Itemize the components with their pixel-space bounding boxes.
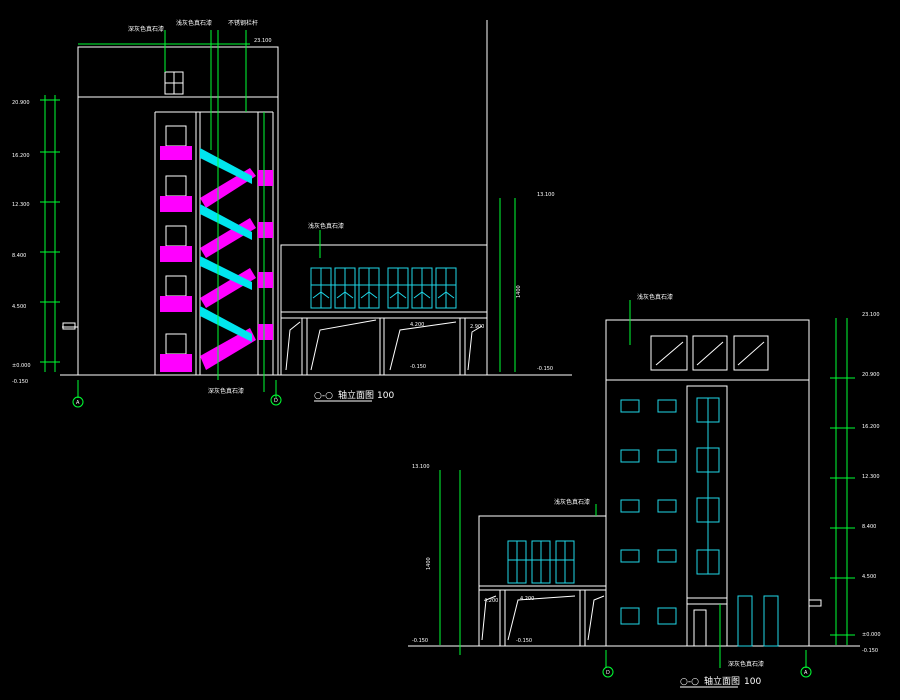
level-r5: 8.400	[862, 524, 876, 530]
annex-level-bottom: -0.150	[537, 366, 553, 372]
annex-1-windows	[310, 267, 457, 309]
level-r1: 23.100	[862, 312, 880, 318]
elevation-2-title: ○-○ 轴立面图 100	[680, 675, 761, 688]
level-l6: ±0.000	[12, 363, 31, 369]
annex2-level-top: 13.100	[412, 464, 430, 470]
title-2: 轴立面图	[704, 675, 740, 687]
level-l3: 12.300	[12, 202, 30, 208]
level-r4: 12.300	[862, 474, 880, 480]
elevation-2-labels: 浅灰色真石漆 浅灰色真石漆 深灰色真石漆 23.100 20.900 16.20…	[412, 293, 881, 668]
elevation-2-windows	[507, 397, 779, 647]
annex-inner-2: 2.900	[470, 324, 484, 330]
note-annex: 浅灰色真石漆	[308, 222, 344, 230]
annex2-inner-2: 4.200	[520, 596, 534, 602]
scale-1: 100	[377, 391, 394, 401]
grid-bubble-d: D	[274, 398, 278, 404]
level-l2: 16.200	[12, 153, 30, 159]
level-top: 23.100	[254, 38, 272, 44]
grid-bubble-a: A	[76, 400, 80, 406]
level-l7: -0.150	[12, 379, 28, 385]
note-main-2: 浅灰色真石漆	[637, 293, 673, 301]
scale-2: 100	[744, 677, 761, 687]
grid-bubble-d2: D	[606, 670, 610, 676]
note-annex-2: 浅灰色真石漆	[554, 498, 590, 506]
annex2-level-bottom: -0.150	[412, 638, 428, 644]
note-top-left: 深灰色真石漆	[128, 25, 164, 33]
annex-total: 1400	[516, 285, 522, 298]
note-top-mid: 浅灰色真石漆	[176, 19, 212, 27]
level-r8: -0.150	[862, 648, 878, 654]
annex2-total: 1400	[426, 557, 432, 570]
note-top-right: 不锈钢栏杆	[228, 19, 258, 27]
level-r6: 4.500	[862, 574, 876, 580]
annex2-inner-3: -0.150	[516, 638, 532, 644]
annex-level-top: 13.100	[537, 192, 555, 198]
stair-balconies	[160, 125, 273, 372]
elevation-2-dims	[439, 300, 855, 668]
note-bottom-2: 深灰色真石漆	[728, 660, 764, 668]
elevation-1	[60, 20, 572, 376]
grid-bubbles-2: D A	[602, 666, 812, 678]
elevation-2	[408, 319, 860, 647]
title-1: 轴立面图	[338, 389, 374, 401]
elevation-1-title: ○-○ 轴立面图 100	[314, 389, 394, 402]
title-marks-2: ○-○	[680, 677, 699, 687]
note-bottom: 深灰色真石漆	[208, 387, 244, 395]
level-l5: 4.500	[12, 304, 26, 310]
level-r2: 20.900	[862, 372, 880, 378]
level-r3: 16.200	[862, 424, 880, 430]
annex-inner-1: 4.200	[410, 322, 424, 328]
level-l1: 20.900	[12, 100, 30, 106]
level-l4: 8.400	[12, 253, 26, 259]
annex-inner-3: -0.150	[410, 364, 426, 370]
grid-bubbles-1: A D	[72, 394, 282, 408]
elevation-1-labels: 深灰色真石漆 浅灰色真石漆 不锈钢栏杆 浅灰色真石漆 深灰色真石漆 23.100…	[12, 19, 555, 395]
annex2-inner-1: 4.200	[484, 598, 498, 604]
title-marks-1: ○-○	[314, 391, 333, 401]
level-r7: ±0.000	[862, 632, 881, 638]
grid-bubble-a2: A	[804, 670, 808, 676]
